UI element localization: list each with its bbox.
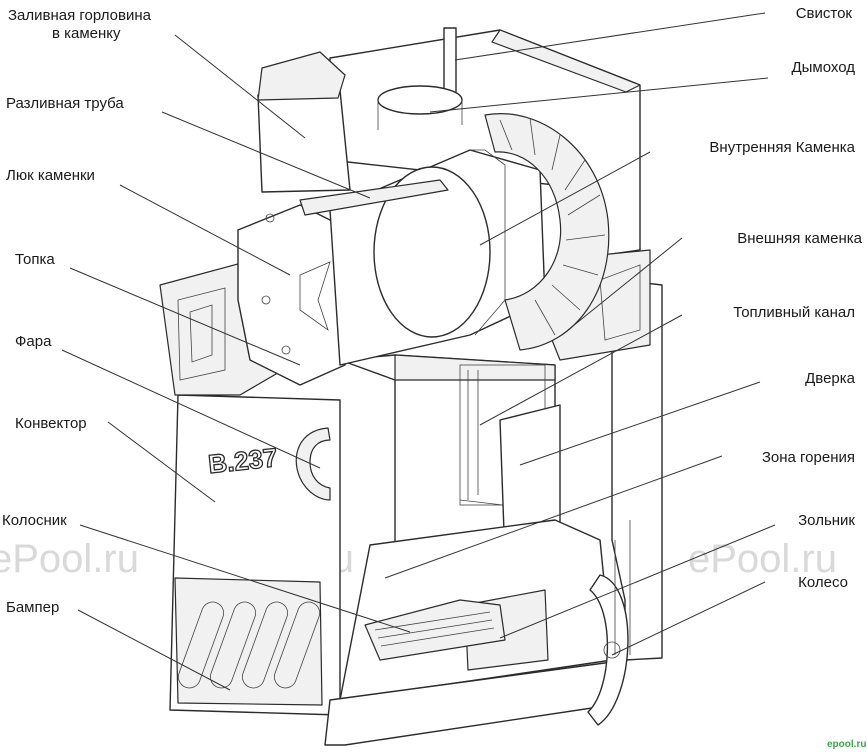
label-zolnik: Зольник bbox=[798, 512, 855, 529]
leader-koleso bbox=[611, 581, 766, 656]
label-vnutrennyaya: Внутренняя Каменка bbox=[709, 139, 855, 156]
bumper-panel bbox=[174, 577, 323, 706]
leader-zona bbox=[384, 455, 723, 579]
leader-konvektor bbox=[107, 421, 216, 503]
leader-vnutrennyaya bbox=[479, 151, 651, 246]
label-vneshnyaya: Внешняя каменка bbox=[737, 230, 862, 247]
leader-dymokhod bbox=[429, 77, 769, 113]
label-toplivny: Топливный канал bbox=[733, 304, 855, 321]
label-zalivnaya-line-1: Заливная горловина bbox=[8, 7, 152, 24]
wheel bbox=[587, 574, 629, 726]
bolt-3 bbox=[281, 345, 291, 355]
chimney-body bbox=[377, 100, 463, 130]
bumper-slots bbox=[177, 601, 321, 689]
inner-stove-face bbox=[373, 166, 491, 338]
watermark-4: ePool.ru bbox=[688, 537, 837, 581]
label-svistok: Свисток bbox=[796, 5, 853, 22]
side-supports bbox=[614, 520, 631, 655]
label-zona: Зона горения bbox=[762, 449, 855, 466]
filler-neck-top bbox=[257, 51, 346, 101]
hatch-plate bbox=[237, 204, 346, 386]
label-lyuk: Люк каменки bbox=[6, 167, 95, 184]
leader-razlivnaya bbox=[161, 111, 371, 199]
leader-dverka bbox=[519, 381, 761, 466]
label-koleso: Колесо bbox=[798, 574, 848, 591]
inner-stove-rim bbox=[470, 149, 506, 336]
label-dymokhod: Дымоход bbox=[791, 59, 855, 76]
leader-svistok bbox=[454, 12, 766, 61]
outer-stove-ring bbox=[484, 113, 610, 351]
wheel-hub bbox=[603, 641, 621, 659]
leader-kolosnik bbox=[79, 524, 411, 633]
label-razlivnaya: Разливная труба bbox=[6, 95, 124, 112]
label-zalivnaya: Заливная горловина в каменку bbox=[8, 7, 155, 42]
labels: Заливная горловина в каменку Свисток Дым… bbox=[2, 5, 863, 616]
leader-lyuk bbox=[119, 184, 291, 276]
firebox-top bbox=[394, 354, 556, 381]
site-mark: epool.ru bbox=[827, 739, 866, 750]
leader-zalivnaya bbox=[174, 34, 306, 139]
leader-lines bbox=[61, 12, 776, 691]
label-dverka: Дверка bbox=[805, 370, 856, 387]
model-stamp: В.237 bbox=[207, 442, 279, 479]
label-topka: Топка bbox=[15, 251, 55, 268]
hatch-handle bbox=[299, 261, 331, 332]
label-bamper: Бампер bbox=[6, 599, 59, 616]
filler-neck bbox=[257, 89, 351, 193]
label-fara: Фара bbox=[15, 333, 52, 350]
leader-vneshnyaya bbox=[567, 237, 683, 331]
leader-topka bbox=[69, 267, 301, 366]
headlight bbox=[295, 427, 331, 501]
right-frame-cutout bbox=[599, 264, 641, 341]
pouring-pipe bbox=[299, 179, 449, 216]
base bbox=[324, 661, 613, 746]
leader-bamper bbox=[77, 609, 231, 691]
bolt-1 bbox=[265, 213, 275, 223]
leader-fara bbox=[61, 349, 321, 469]
stove-drawing: В.237 bbox=[159, 27, 663, 746]
label-kolosnik: Колосник bbox=[2, 512, 67, 529]
leader-toplivny bbox=[479, 314, 683, 426]
outer-stove-segments bbox=[499, 117, 606, 336]
bolt-2 bbox=[261, 295, 271, 305]
label-zalivnaya-line-2: в каменку bbox=[52, 25, 121, 42]
watermark-1: ePool.ru bbox=[0, 537, 139, 581]
left-frame-cutout bbox=[177, 287, 226, 381]
leader-zolnik bbox=[499, 524, 776, 639]
label-konvektor: Конвектор bbox=[15, 415, 87, 432]
